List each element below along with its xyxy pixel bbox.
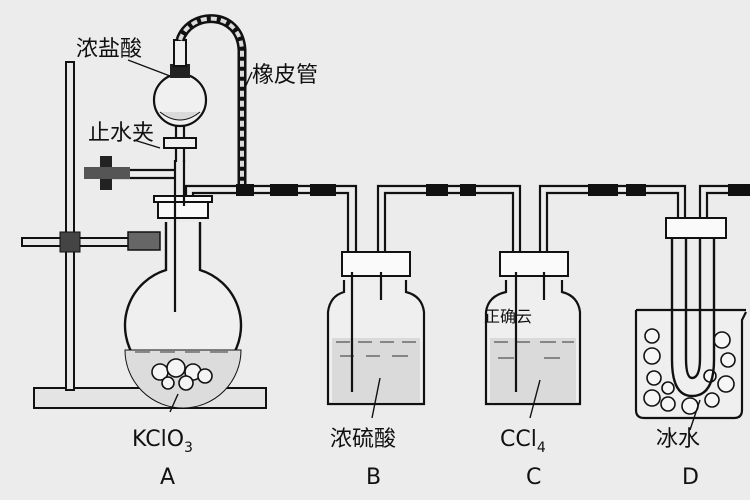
apparatus-a (21, 14, 267, 409)
label-conc-hcl: 浓盐酸 (76, 37, 142, 62)
label-kclo3: KClO3 (132, 427, 193, 456)
apparatus-c: 正确云 (484, 251, 582, 419)
clamp-boss (59, 231, 81, 253)
label-ccl4: CCl4 (500, 427, 546, 456)
delivery-tubes (184, 184, 750, 272)
kclo3-solid (151, 358, 213, 391)
apparatus-d (634, 217, 747, 431)
label-rubber-tube: 橡皮管 (252, 63, 318, 88)
label-conc-h2so4: 浓硫酸 (330, 427, 396, 452)
stand-rod (65, 61, 75, 391)
letter-b: B (366, 465, 381, 490)
letter-c: C (526, 465, 541, 490)
letter-d: D (682, 465, 699, 490)
u-tube (670, 236, 716, 398)
water-stop-clamp (84, 156, 130, 190)
label-clamp: 止水夹 (88, 121, 154, 146)
apparatus-b (326, 251, 426, 419)
letter-a: A (160, 465, 175, 490)
clamp-jaw (127, 231, 161, 251)
label-ice-water: 冰水 (656, 427, 700, 452)
watermark: 正确云 (484, 307, 532, 326)
clamp-arm (21, 237, 143, 247)
funnel-stopper (170, 64, 190, 78)
funnel-stopcock (163, 137, 197, 149)
